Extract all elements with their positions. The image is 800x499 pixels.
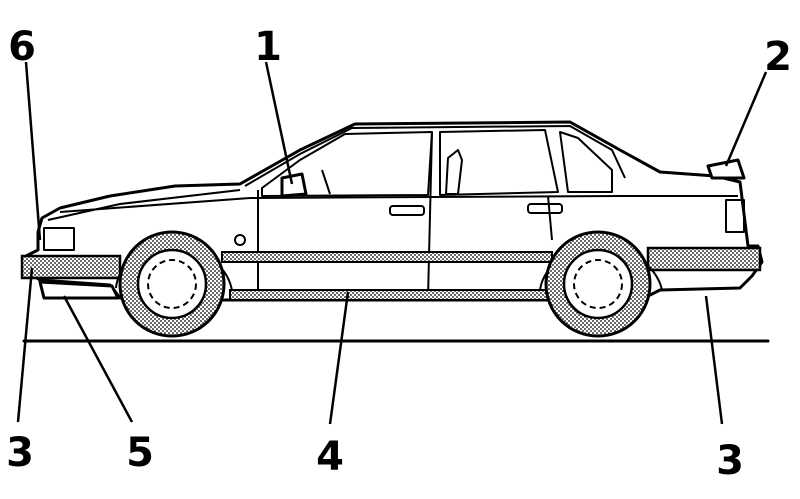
callout-3-front: 3 bbox=[6, 430, 34, 476]
rear-bumper bbox=[646, 246, 762, 272]
front-door-handle bbox=[389, 205, 425, 216]
side-moulding bbox=[221, 251, 553, 263]
side-emblem bbox=[234, 234, 246, 246]
leader-3b bbox=[704, 295, 724, 425]
callout-5: 5 bbox=[126, 430, 154, 476]
side-mirror bbox=[280, 172, 308, 198]
door-split bbox=[427, 131, 433, 299]
front-bumper bbox=[20, 254, 122, 280]
rear-spoiler bbox=[706, 158, 746, 180]
steering-detail bbox=[321, 169, 331, 195]
front-wheel bbox=[118, 230, 226, 338]
leader-6 bbox=[24, 61, 42, 241]
leader-3a bbox=[16, 267, 34, 423]
leader-2 bbox=[724, 71, 768, 167]
leader-5 bbox=[62, 295, 134, 423]
rear-wheel bbox=[544, 230, 652, 338]
rear-door-handle bbox=[527, 203, 563, 214]
quarter-window bbox=[559, 131, 613, 193]
seat-headrest bbox=[445, 149, 463, 195]
rear-light bbox=[725, 199, 745, 233]
sill-moulding bbox=[229, 289, 551, 301]
window-frame bbox=[244, 125, 626, 187]
leader-4 bbox=[328, 291, 350, 425]
callout-4: 4 bbox=[316, 434, 344, 480]
leader-1 bbox=[264, 61, 294, 185]
callout-3-rear: 3 bbox=[716, 438, 744, 484]
callout-1: 1 bbox=[254, 24, 282, 70]
callout-6: 6 bbox=[8, 24, 36, 70]
callout-2: 2 bbox=[764, 34, 792, 80]
headlight bbox=[43, 227, 75, 251]
front-spoiler bbox=[38, 280, 120, 300]
rear-window bbox=[439, 129, 559, 196]
